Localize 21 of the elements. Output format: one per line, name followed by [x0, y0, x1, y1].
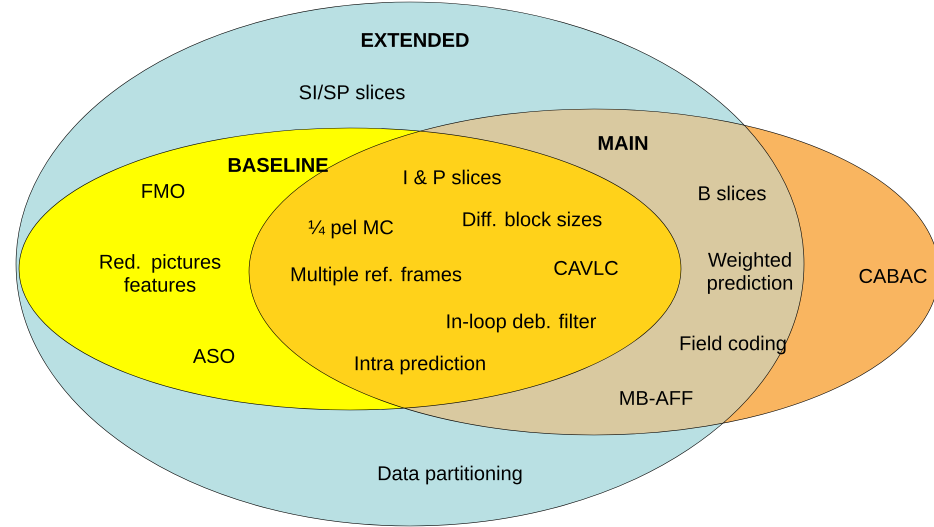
feature-label: ASO — [192, 348, 234, 364]
feature-label: Data partitioning — [378, 466, 522, 484]
set-title: BASELINE — [228, 158, 328, 172]
feature-label: Multiple ref. frames — [292, 266, 462, 286]
feature-label: Diff. block sizes — [463, 212, 602, 226]
feature-label: CAVLC — [554, 260, 618, 276]
feature-label: Field coding — [680, 336, 786, 354]
feature-label: CABAC — [860, 268, 927, 284]
feature-label: I & P slices — [404, 170, 501, 184]
feature-label: Weighted prediction — [708, 252, 792, 294]
set-title: EXTENDED — [362, 33, 469, 47]
feature-label: In-loop deb. filter — [447, 314, 596, 332]
feature-label: B slices — [699, 186, 766, 200]
feature-label: MB-AFF — [620, 391, 692, 405]
feature-label: FMO — [142, 184, 184, 198]
feature-label: SI/SP slices — [300, 84, 405, 100]
set-title: MAIN — [598, 136, 648, 150]
feature-label: ¼ pel MC — [308, 220, 393, 238]
venn-ellipse — [16, 2, 804, 526]
feature-label: Intra prediction — [356, 356, 485, 374]
feature-label: Red. pictures features — [100, 254, 220, 292]
